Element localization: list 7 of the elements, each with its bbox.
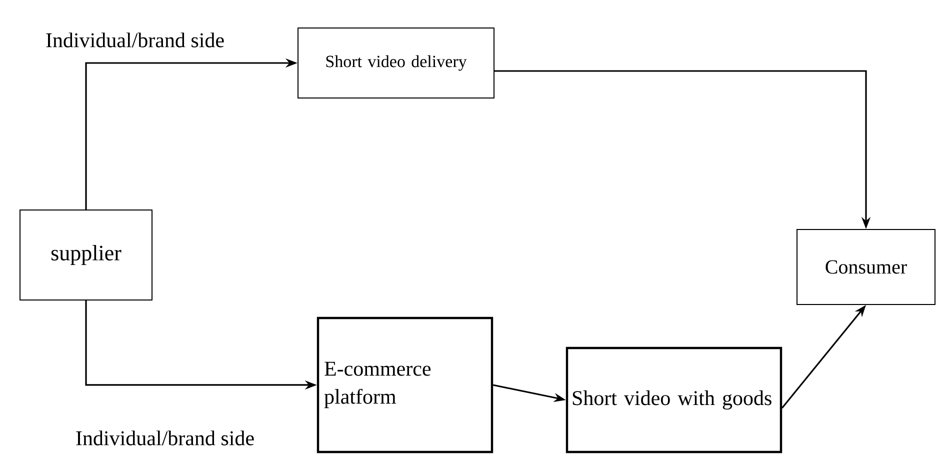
process-box: supplier [20, 209, 152, 300]
process-box: Consumer [796, 229, 936, 305]
process-box: Short video delivery [298, 28, 494, 98]
edge-label: Individual/brand side [74, 430, 256, 446]
process-box: E-commerce platform [316, 316, 494, 454]
process-box: Short video with goods [566, 346, 782, 454]
edge-label: Individual/brand side [44, 32, 226, 48]
